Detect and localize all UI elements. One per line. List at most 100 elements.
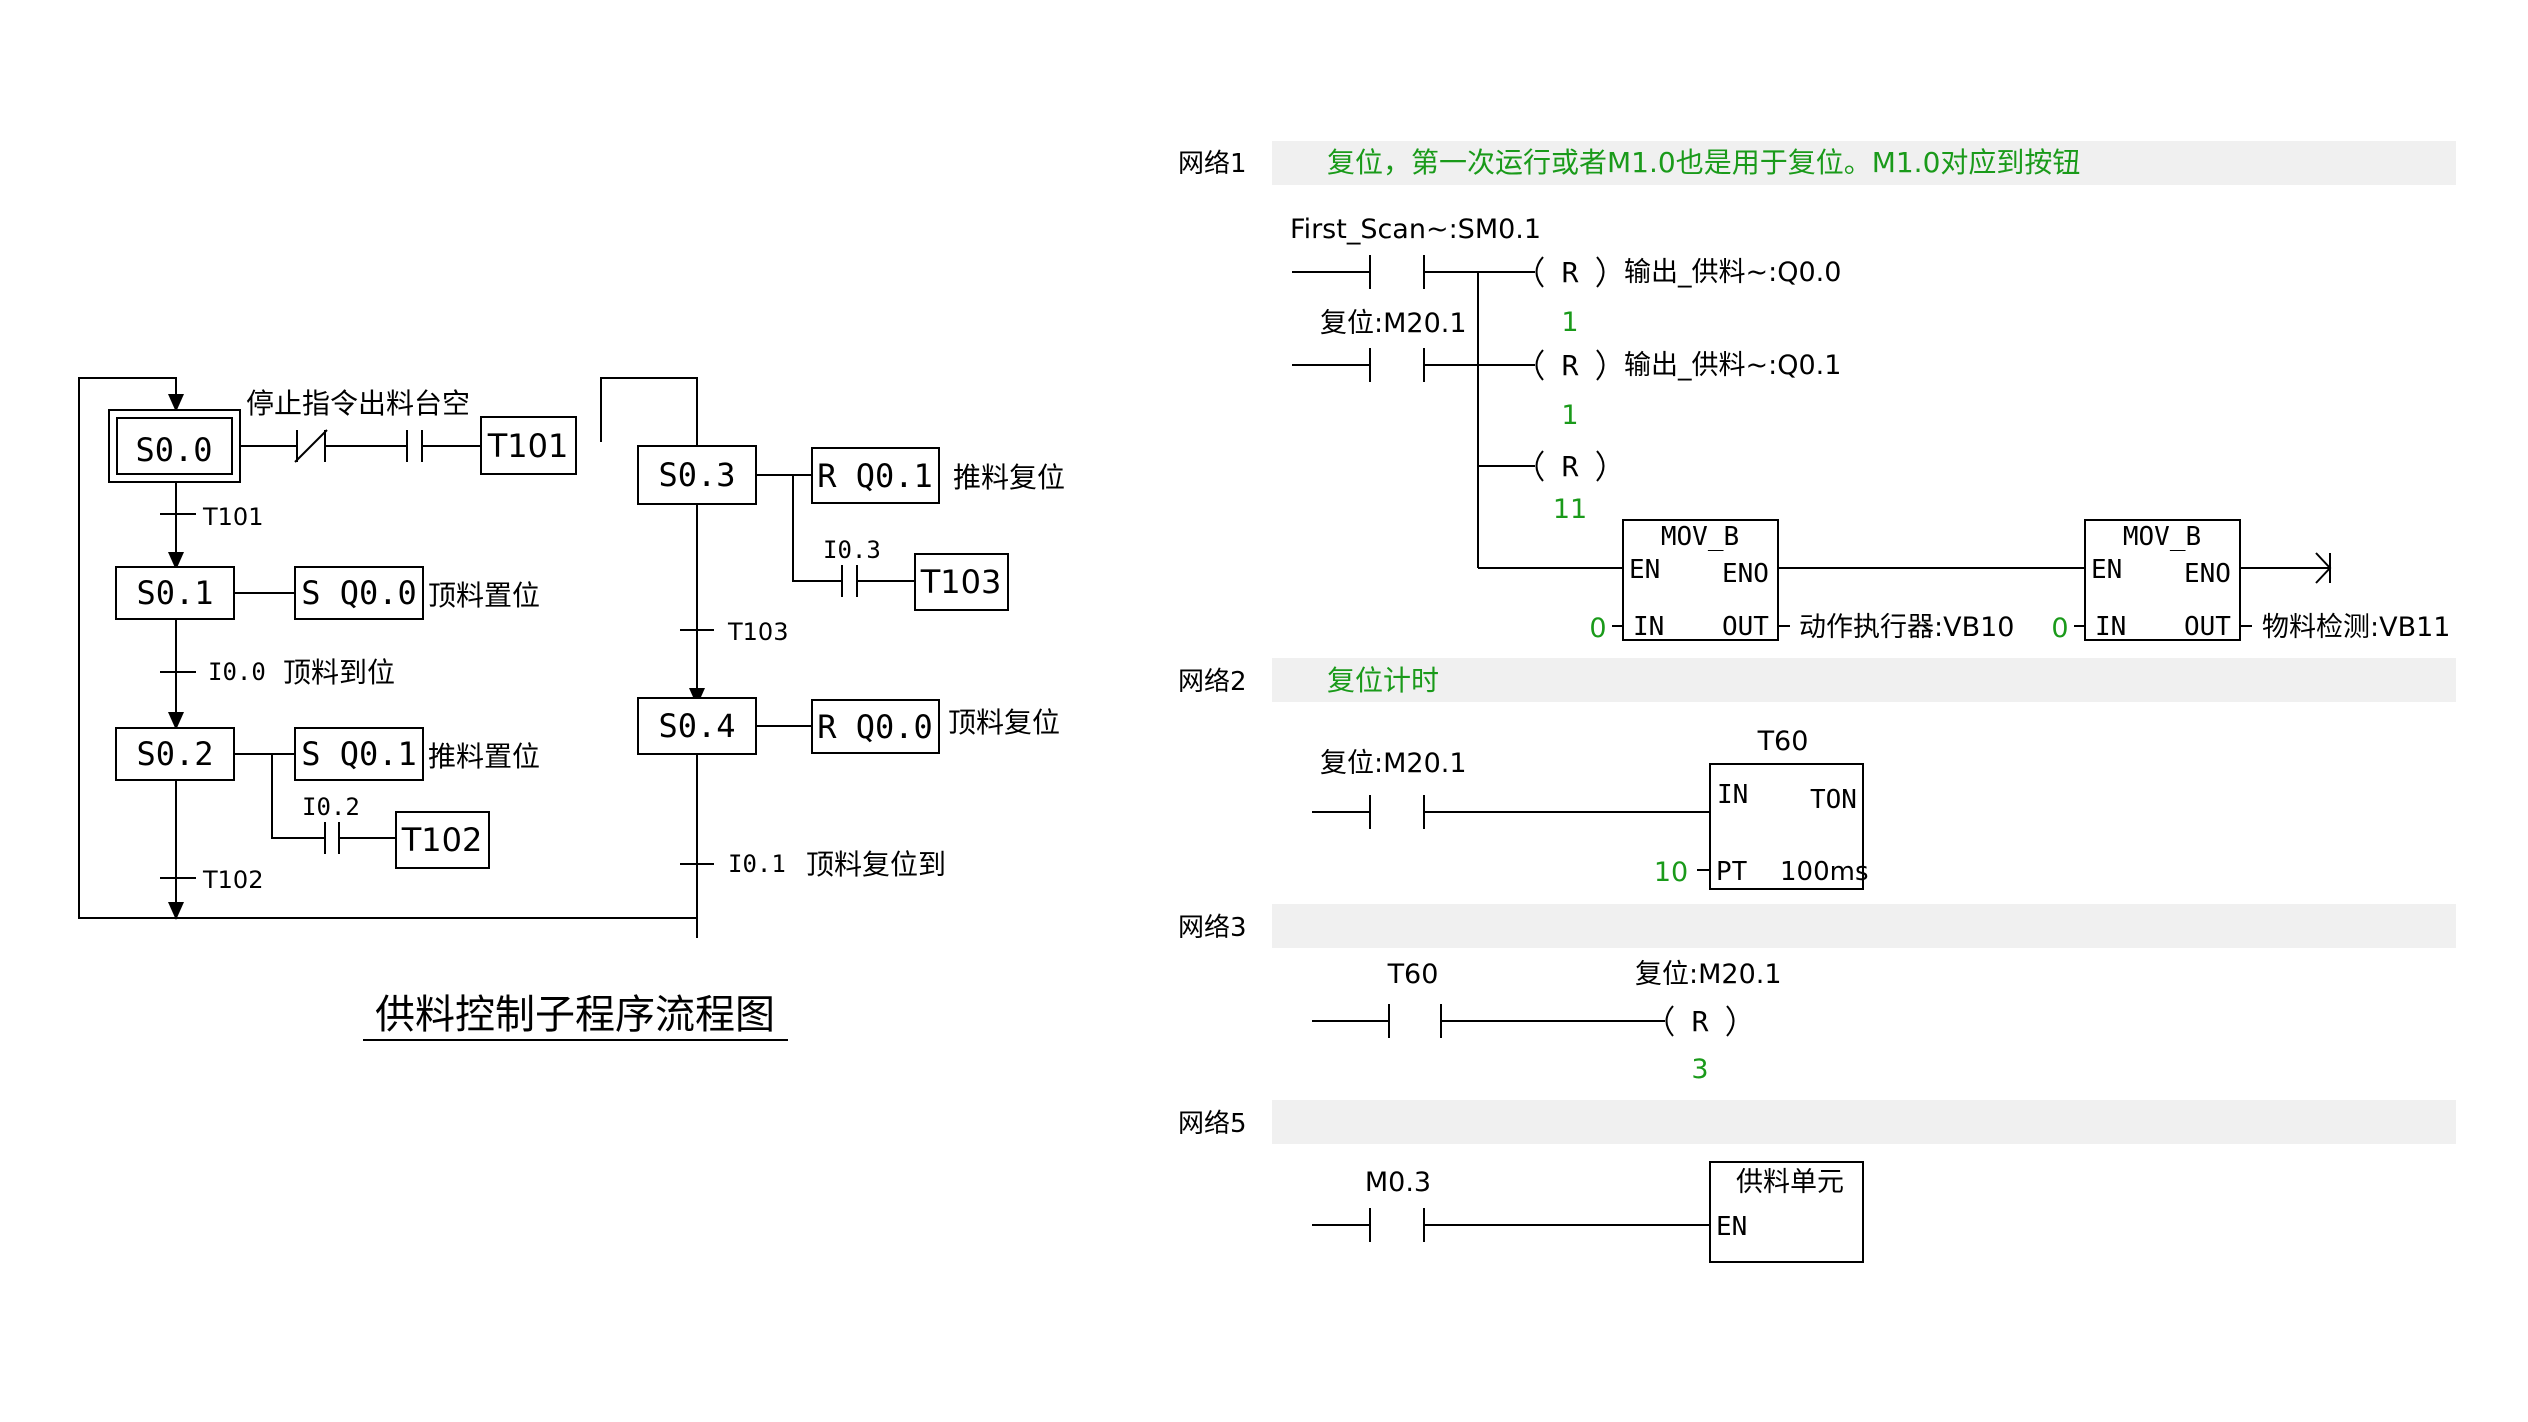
t102-box [395,811,490,869]
net5-block-title: 供料单元 [1736,1167,1844,1198]
net3-coil-n: 3 [1691,1054,1708,1085]
net1-movb1-out: OUT [1722,612,1769,642]
net1-movb2-out: OUT [2184,612,2231,642]
net1-movb2-en: EN [2091,555,2122,585]
net2-timer-block [1709,763,1864,890]
s03-branch-i03 [792,475,915,597]
net2-timer-pt: PT [1716,857,1748,887]
s03-action: R Q0.1 [817,457,933,495]
net1-movb1-en: EN [1629,555,1660,585]
net2-timer-type: TON [1810,785,1857,815]
net2-timer-name: T60 [1757,726,1809,757]
net5-contact [1312,1208,1710,1242]
loop-frame [78,377,184,919]
ladder: 网络1 复位，第一次运行或者M1.0也是用于复位。M1.0对应到按钮 First… [1178,141,2456,1263]
s00-condition-label: 停止指令出料台空 [246,387,470,420]
net2-comment-band [1272,658,2456,702]
trans-t102-label: T102 [202,866,263,894]
net5-block-en: EN [1716,1212,1747,1242]
net3-contact [1312,1004,1665,1038]
flowchart: S0.0 停止指令出料台空 T101 T101 S0.1 S Q0.0 顶料置位… [78,377,1065,1041]
step-s00-label: S0.0 [135,431,212,469]
net1-movb1-eno: ENO [1722,559,1769,589]
net1-coil1-n: 1 [1561,307,1578,338]
net5-comment-band [1272,1100,2456,1144]
net5-block [1709,1161,1864,1263]
net3-coil-r: R [1692,1005,1709,1038]
net1-movb2-wires [2074,552,2332,627]
net3-coil-label: 复位:M20.1 [1635,959,1782,990]
s00-contacts [240,429,481,463]
step-s03-label: S0.3 [658,456,735,494]
t101-box [480,416,577,475]
step-s04-label: S0.4 [658,707,735,745]
net1-movb2-block [2084,519,2241,641]
net1-coil2-r: R [1562,349,1579,382]
net1-movb2-out-val: 物料检测:VB11 [2262,612,2450,643]
net1-movb2-eno: ENO [2184,559,2231,589]
s03-i03-label: I0.3 [823,536,881,564]
s04-action-box [811,699,940,754]
t101-box-label: T101 [487,427,569,465]
net1-coil3-r: R [1562,450,1579,483]
net2-label: 网络2 [1178,667,1247,697]
net2-comment: 复位计时 [1327,664,1439,697]
trans-i00-desc: 顶料到位 [283,656,395,689]
net1-branch [1477,272,1623,569]
net5-label: 网络5 [1178,1109,1247,1139]
net1-contact2-label: 复位:M20.1 [1320,308,1467,339]
step-s01-label: S0.1 [136,574,213,612]
net3-label: 网络3 [1178,913,1247,943]
s04-action: R Q0.0 [817,708,933,746]
net1-movb1-in-val: 0 [1589,613,1606,644]
net1-coil3 [1535,450,1605,482]
step-s02-label: S0.2 [136,735,213,773]
flowchart-title: 供料控制子程序流程图 [375,992,775,1038]
net1-coil1-out: 输出_供料~:Q0.0 [1624,257,1841,288]
trans-i01-desc: 顶料复位到 [806,848,946,881]
s01-action-desc: 顶料置位 [428,579,540,612]
step-s04 [637,697,757,755]
net1-movb1-wires [1612,567,2085,627]
step-s02 [115,727,235,781]
net2-timer-base: 100ms [1780,857,1869,887]
s01-action: S Q0.0 [301,574,417,612]
net1-coil1 [1535,256,1605,288]
net1-coil3-n: 11 [1553,494,1587,525]
t103-box [914,553,1009,611]
net1-movb1-title: MOV_B [1661,522,1739,552]
net1-contact1 [1292,255,1535,289]
s02-action-desc: 推料置位 [428,740,540,773]
net3-coil [1665,1005,1735,1037]
net1-coil2-n: 1 [1561,400,1578,431]
net1-coil2 [1535,349,1605,381]
net1-movb2-in: IN [2095,612,2126,642]
net5-contact-label: M0.3 [1365,1167,1431,1198]
trans-i01-label: I0.1 [728,850,786,878]
net1-comment-band [1272,141,2456,185]
s04-action-desc: 顶料复位 [948,706,1060,739]
net2-contact-label: 复位:M20.1 [1320,748,1467,779]
s02-action: S Q0.1 [301,735,417,773]
net3-comment-band [1272,904,2456,948]
net3-contact-label: T60 [1387,959,1439,990]
s03-action-box [811,447,940,504]
trans-t101-label: T101 [202,503,263,531]
net2-timer-in: IN [1717,780,1748,810]
net1-movb1-in: IN [1633,612,1664,642]
net1-comment: 复位，第一次运行或者M1.0也是用于复位。M1.0对应到按钮 [1327,146,2080,179]
step-s00-inner [116,417,233,475]
net1-coil2-out: 输出_供料~:Q0.1 [1624,350,1841,381]
net2-pt-val: 10 [1654,857,1688,888]
net1-coil1-r: R [1562,256,1579,289]
t103-box-label: T103 [920,563,1002,601]
s02-action-box [294,727,424,781]
t102-box-label: T102 [401,821,483,859]
net1-contact2 [1292,348,1535,382]
net1-movb1-out-val: 动作执行器:VB10 [1799,612,2014,643]
s01-action-box [294,566,424,620]
s03-action-desc: 推料复位 [953,461,1065,494]
net1-movb1-block [1622,519,1779,641]
s02-i02-label: I0.2 [302,793,360,821]
net1-movb2-title: MOV_B [2123,522,2201,552]
